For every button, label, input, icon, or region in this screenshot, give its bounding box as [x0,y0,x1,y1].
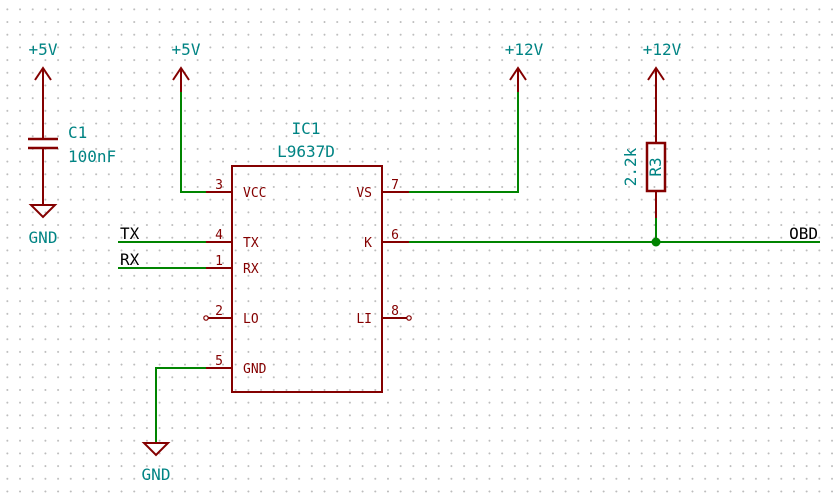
pin-gnd-number: 5 [215,354,223,369]
ic1-value: L9637D [277,142,335,161]
vs-power-symbol [509,66,527,92]
pin-rx[interactable]: 1 RX [206,254,259,277]
r3-resistor[interactable] [645,92,667,218]
pin-k-number: 6 [391,228,399,243]
pin-lo-name: LO [243,312,259,327]
vs-wire[interactable] [409,92,519,193]
c1-ref: C1 [68,123,87,142]
r3-power-symbol [647,66,665,92]
pin-vcc-name: VCC [243,186,266,201]
pin-li[interactable]: 8 LI [356,304,412,327]
junction-dot [651,237,661,247]
pin-tx-number: 4 [215,228,223,243]
pin-vcc[interactable]: 3 VCC [206,178,266,201]
vcc-power-symbol [172,66,190,92]
r3-ref: R3 [646,157,665,176]
pin-li-name: LI [356,312,372,327]
c1-value: 100nF [68,147,116,166]
pin-tx-name: TX [243,236,259,251]
obd-net-label: OBD [789,224,818,243]
pin-lo[interactable]: 2 LO [203,304,259,327]
c1-ground-symbol [28,204,58,219]
ic-ground-symbol [141,442,171,457]
ic1-body[interactable] [231,165,383,393]
pin-lo-number: 2 [215,304,223,319]
pin-tx[interactable]: 4 TX [206,228,259,251]
c1-power-label: +5V [29,40,58,59]
c1-ground-label: GND [29,228,58,247]
pin-rx-name: RX [243,262,259,277]
pin-rx-number: 1 [215,254,223,269]
vcc-power-label: +5V [172,40,201,59]
pin-li-number: 8 [391,304,399,319]
pin-vs[interactable]: 7 VS [356,178,409,201]
ic1-ref: IC1 [292,119,321,138]
pin-k[interactable]: 6 K [364,228,409,251]
vs-power-label: +12V [505,40,544,59]
ic-ground-label: GND [142,465,171,484]
pin-vcc-number: 3 [215,178,223,193]
rx-net-label: RX [120,250,140,269]
pin-gnd[interactable]: 5 GND [206,354,267,377]
pin-gnd-name: GND [243,362,267,377]
vcc-wire[interactable] [180,92,206,193]
pin-k-name: K [364,236,372,251]
r3-power-label: +12V [643,40,682,59]
pin-vs-number: 7 [391,178,399,193]
gnd-wire[interactable] [155,367,206,443]
r3-value: 2.2k [621,147,640,186]
c1-capacitor[interactable] [28,92,58,205]
tx-net-label: TX [120,224,140,243]
pin-vs-name: VS [356,186,372,201]
c1-power-symbol [34,66,52,92]
